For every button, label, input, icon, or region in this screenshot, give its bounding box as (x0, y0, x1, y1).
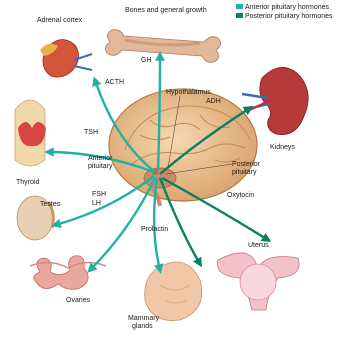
adrenal-gland-icon (40, 40, 92, 78)
label-adrenal-cortex: Adrenal cortex (37, 17, 83, 24)
legend: Anterior pituitary hormones Posterior pi… (236, 4, 333, 20)
label-bones: Bones and general growth (125, 7, 207, 14)
legend-posterior-label: Posterior pituitary hormones (245, 13, 333, 20)
label-thyroid: Thyroid (16, 179, 39, 186)
legend-anterior-swatch (236, 4, 243, 9)
label-anterior-pituitary: Anteriorpituitary (88, 155, 113, 170)
label-gh: GH (141, 57, 152, 64)
thyroid-icon (15, 100, 46, 166)
label-acth: ACTH (105, 79, 124, 86)
label-uterus: Uterus (248, 242, 269, 249)
label-oxytocin: Oxytocin (227, 192, 254, 199)
label-ovaries: Ovaries (66, 297, 91, 304)
label-tsh: TSH (84, 129, 98, 136)
ovaries-icon (30, 256, 106, 290)
svg-text:Anteriorpituitary: Anteriorpituitary (88, 155, 113, 170)
svg-text:Posteriorpituitary: Posteriorpituitary (232, 161, 261, 176)
arrow-gh (158, 55, 160, 170)
label-mammary: Mammaryglands (128, 315, 160, 330)
label-fsh: FSH (92, 191, 106, 198)
bone-icon (105, 30, 220, 63)
label-kidneys: Kidneys (270, 144, 295, 151)
label-prolactin: Prolactin (141, 226, 168, 233)
label-adh: ADH (206, 98, 221, 105)
label-hypothalamus: Hypothalamus (166, 89, 211, 96)
legend-anterior-label: Anterior pituitary hormones (245, 4, 330, 11)
uterus-icon (217, 253, 299, 310)
mammary-gland-icon (145, 262, 202, 321)
label-testes: Testes (40, 201, 61, 208)
label-lh: LH (92, 200, 101, 207)
legend-posterior-swatch (236, 13, 243, 18)
